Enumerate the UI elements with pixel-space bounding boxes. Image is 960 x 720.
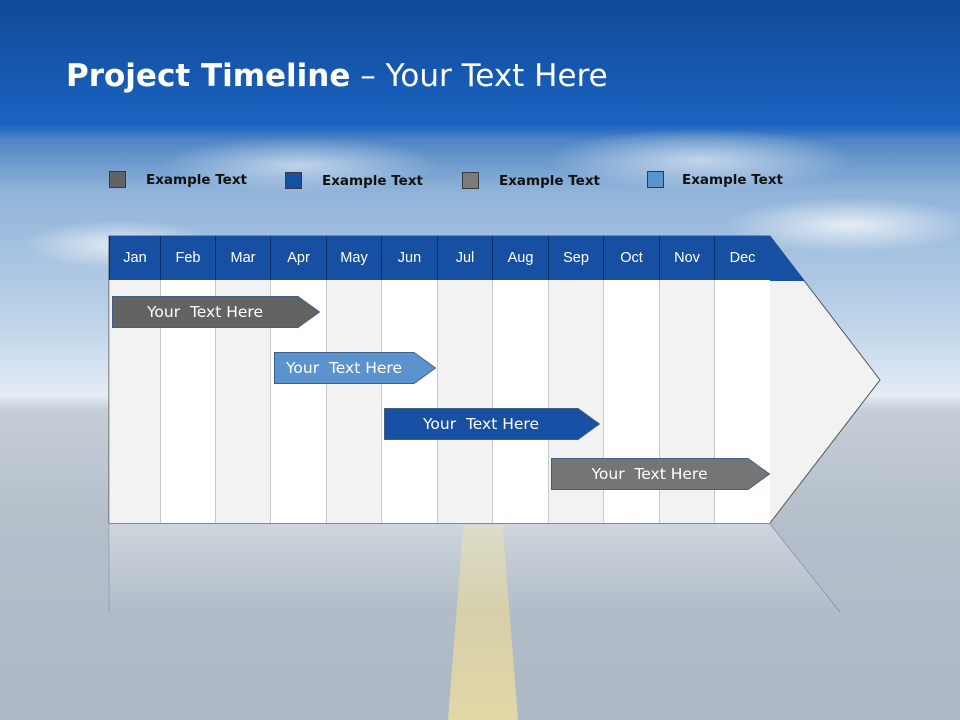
task-bar-arrow-3	[384, 408, 600, 440]
legend-label-2: Example Text	[322, 173, 423, 189]
task-bar-label-4: Your Text Here	[591, 465, 708, 483]
month-column-aug	[492, 280, 548, 523]
legend-swatch-4	[647, 171, 664, 188]
legend-label-4: Example Text	[682, 172, 783, 188]
task-bar-2: Your Text Here	[274, 352, 436, 384]
month-header-mar: Mar	[215, 236, 270, 280]
task-bar-arrow-2	[274, 352, 436, 384]
timeline-arrow-header-tip	[770, 236, 805, 281]
month-header-jun: Jun	[381, 236, 437, 280]
month-header-jan: Jan	[109, 236, 160, 280]
task-bar-label-2: Your Text Here	[286, 359, 402, 377]
month-column-jul	[437, 280, 492, 523]
month-header-dec: Dec	[714, 236, 770, 280]
legend-swatch-1	[109, 171, 126, 188]
legend-label-3: Example Text	[499, 173, 600, 189]
title-rest: – Your Text Here	[350, 58, 608, 94]
month-column-may	[326, 280, 381, 523]
month-column-jun	[381, 280, 437, 523]
task-bar-label-1: Your Text Here	[147, 303, 263, 321]
month-header-apr: Apr	[270, 236, 326, 280]
month-header-feb: Feb	[160, 236, 215, 280]
month-header-may: May	[326, 236, 381, 280]
month-header-jul: Jul	[437, 236, 492, 280]
month-header-aug: Aug	[492, 236, 548, 280]
slide-title: Project Timeline – Your Text Here	[66, 58, 608, 94]
task-bar-3: Your Text Here	[384, 408, 600, 440]
task-bar-label-3: Your Text Here	[423, 415, 539, 433]
legend-swatch-2	[285, 172, 302, 189]
task-bar-1: Your Text Here	[112, 296, 320, 328]
legend-label-1: Example Text	[146, 172, 247, 188]
month-header-nov: Nov	[659, 236, 714, 280]
legend-swatch-3	[462, 172, 479, 189]
task-bar-arrow-1	[112, 296, 320, 328]
title-bold: Project Timeline	[66, 58, 351, 94]
task-bar-arrow-4	[551, 458, 770, 490]
timeline-reflection	[109, 524, 840, 610]
month-header-oct: Oct	[603, 236, 659, 280]
month-header-sep: Sep	[548, 236, 603, 280]
task-bar-4: Your Text Here	[551, 458, 770, 490]
